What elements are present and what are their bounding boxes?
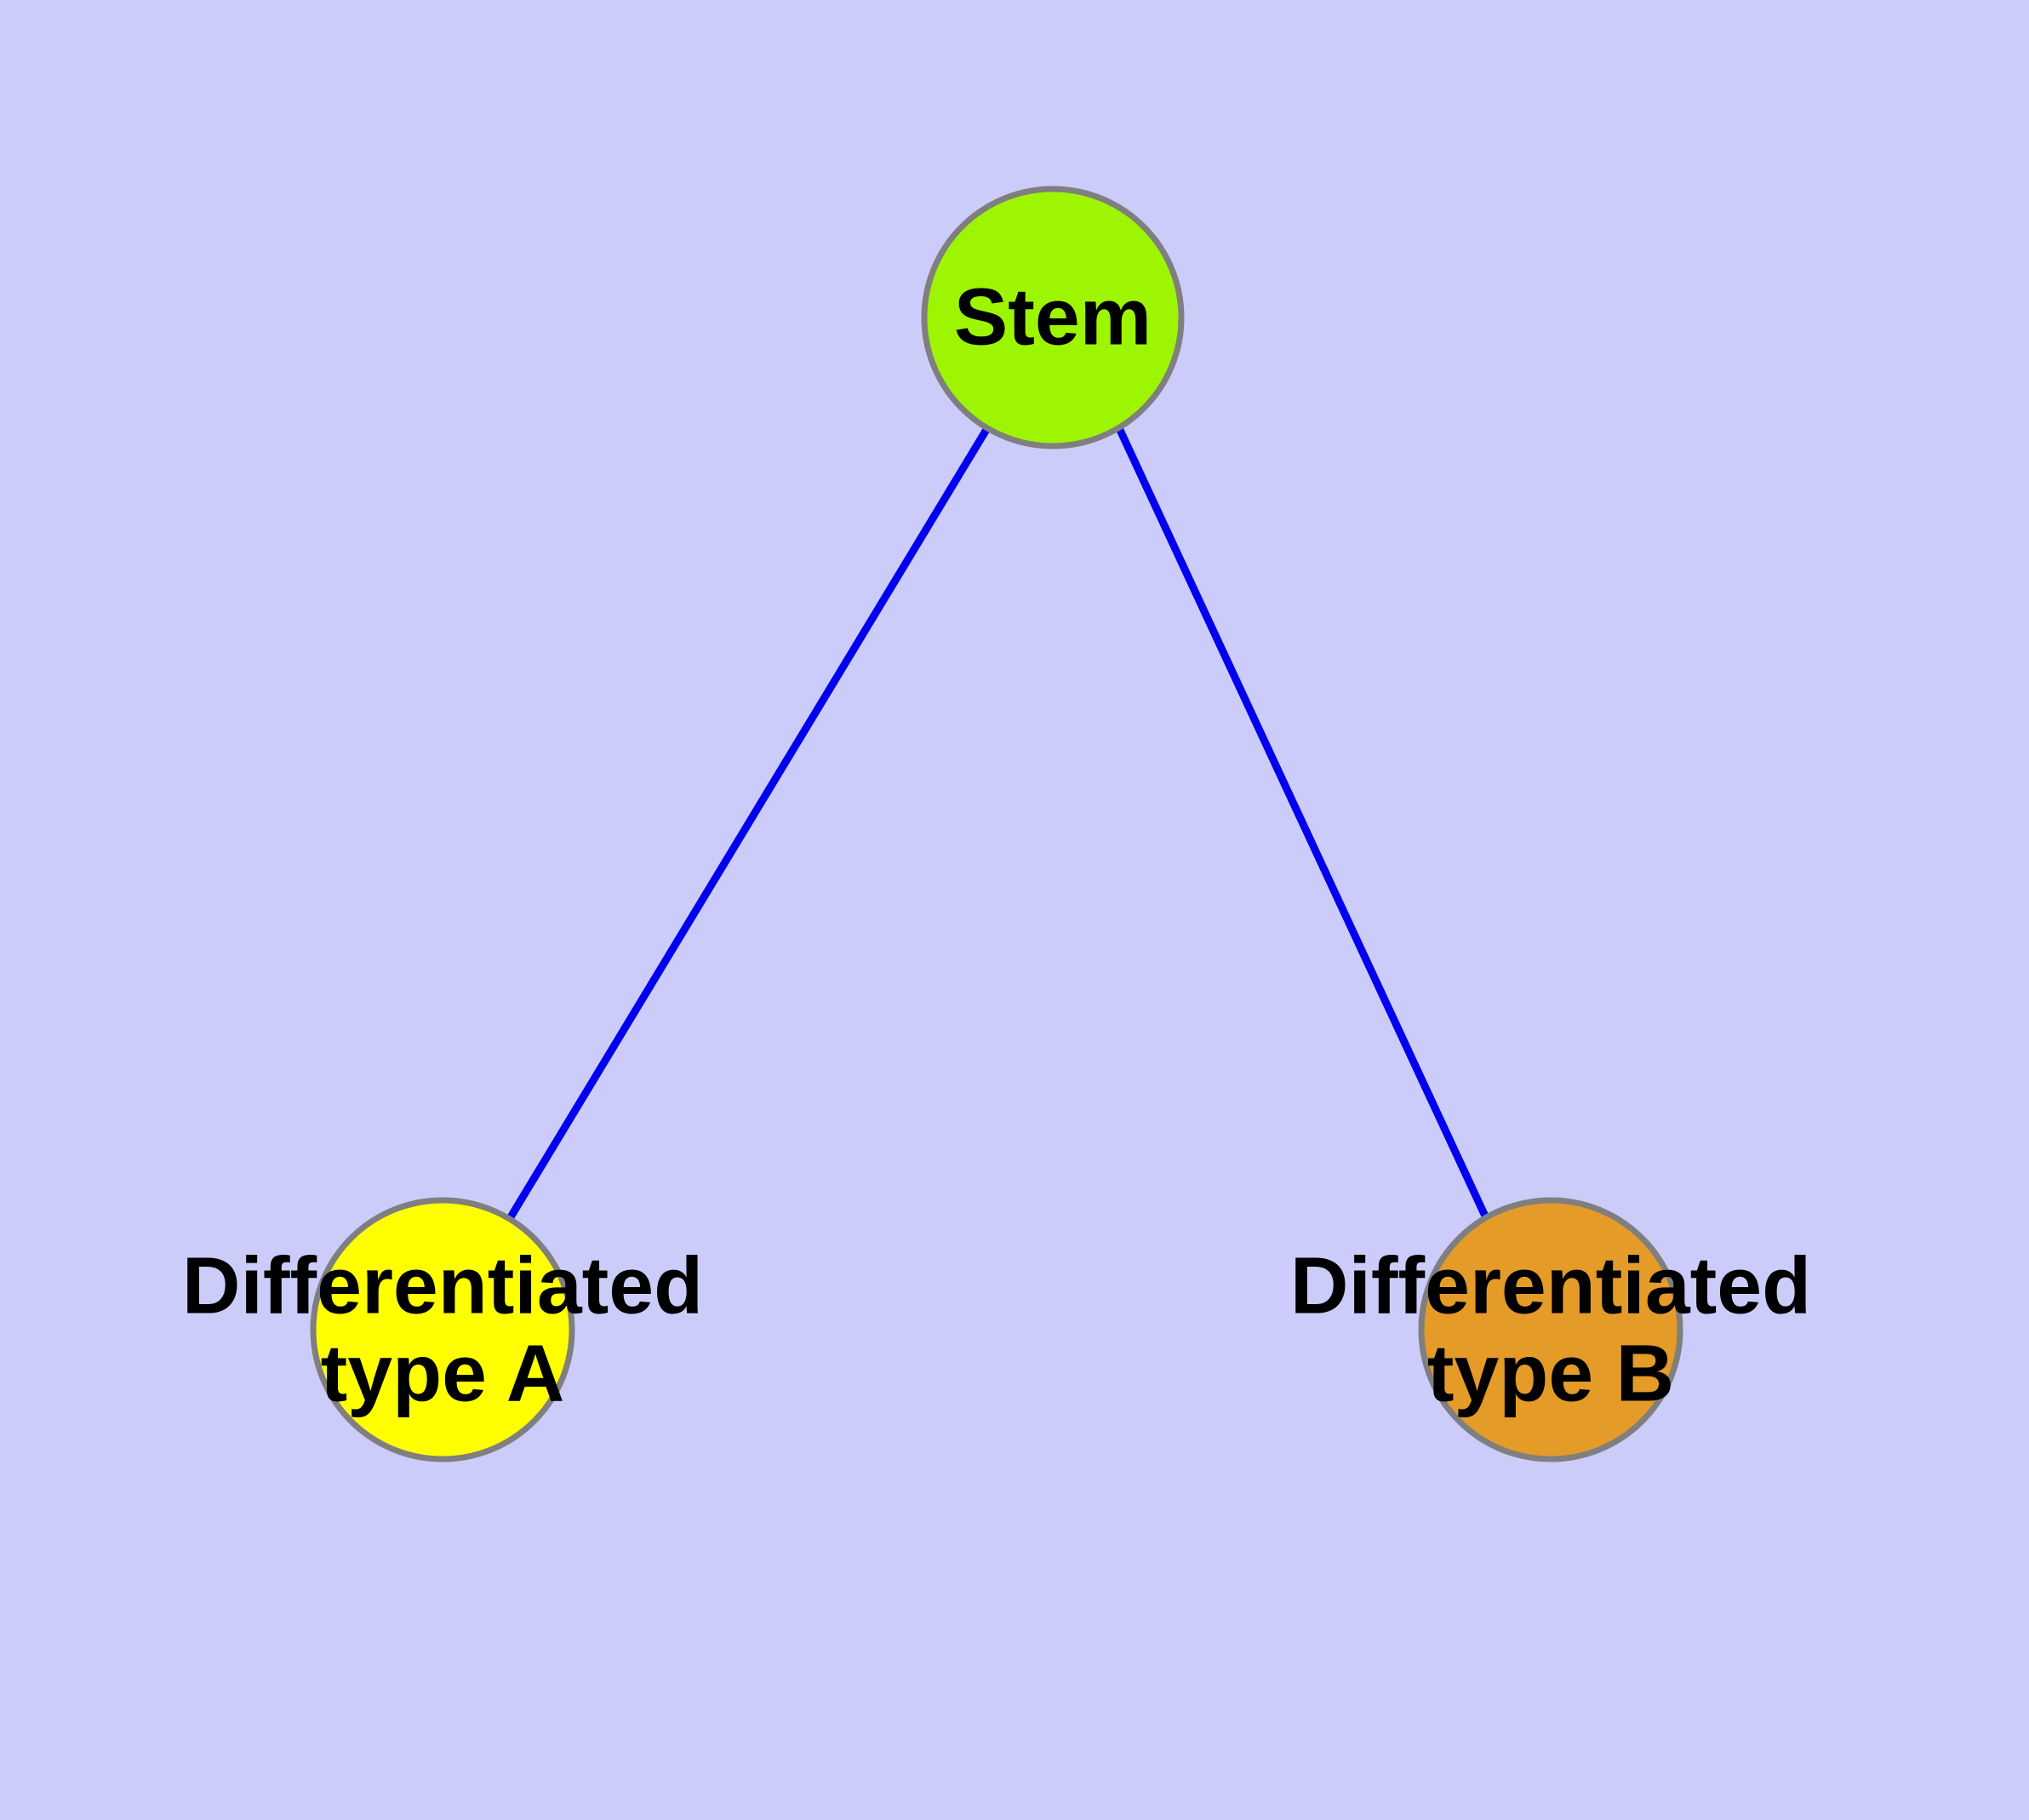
edges-group	[506, 426, 1492, 1223]
graph-node-diff_a[interactable]	[310, 1197, 575, 1462]
nodes-group	[310, 186, 1683, 1462]
graph-node-diff_b[interactable]	[1418, 1197, 1683, 1462]
graph-edge[interactable]	[506, 426, 991, 1222]
graph-node-stem[interactable]	[921, 186, 1185, 449]
graph-edge[interactable]	[1115, 426, 1492, 1223]
